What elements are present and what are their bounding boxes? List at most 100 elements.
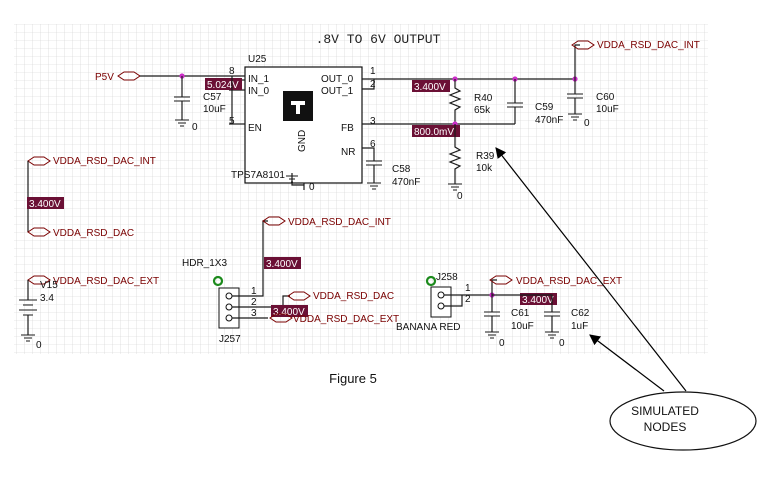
callout-line-2: NODES (644, 420, 687, 434)
net-hdr-int-port (262, 216, 286, 226)
pin-num-fb: 3 (370, 116, 376, 127)
pin-num-nr: 6 (370, 139, 376, 150)
header-ref: J257 (219, 334, 241, 345)
pin-num-in: 8 (229, 66, 235, 77)
header-j257: HDR_1X3 1 2 3 J257 (182, 220, 290, 345)
probe-left-value: 3.400V (29, 199, 61, 210)
r39-gnd: 0 (457, 191, 463, 202)
pin-in1-label: IN_1 (248, 74, 270, 85)
probe-input-value: 5.024V (207, 80, 239, 91)
probe-output-value: 3.400V (414, 82, 446, 93)
net-p5v-label: P5V (95, 72, 114, 83)
c62-gnd: 0 (559, 338, 565, 349)
pin-out0-label: OUT_0 (321, 74, 354, 85)
pin-in0-label: IN_0 (248, 86, 270, 97)
banana-j258: J258 1 2 BANANA RED (396, 272, 492, 333)
c61-gnd: 0 (499, 338, 505, 349)
c59-value: 470nF (535, 115, 563, 126)
simulated-nodes-callout: SIMULATED NODES (495, 147, 757, 451)
v15-gnd: 0 (36, 340, 42, 351)
schematic-title: .8V TO 6V OUTPUT (316, 32, 441, 47)
header-pin-1: 1 (251, 286, 257, 297)
c61-value: 10uF (511, 321, 534, 332)
source-v15: VDDA_RSD_DAC_EXT V15 3.4 0 (19, 275, 159, 351)
banana-pin1-marker (425, 275, 437, 287)
probe-fb (412, 125, 460, 137)
pin-num-out1: 2 (370, 79, 376, 90)
probe-fb-value: 800.0mV (414, 127, 454, 138)
net-left-int-label: VDDA_RSD_DAC_INT (53, 156, 156, 167)
c60-gnd: 0 (584, 118, 590, 129)
resistor-r39: R39 10k 0 (448, 124, 495, 202)
r39-ref: R39 (476, 151, 495, 162)
u25-part: TPS7A8101 (231, 170, 285, 181)
c62-value: 1uF (571, 321, 588, 332)
net-out-int-label: VDDA_RSD_DAC_INT (597, 40, 700, 51)
cap-c59: C59 470nF (507, 79, 563, 126)
v15-ref: V15 (40, 280, 58, 291)
cap-c60: C60 10uF 0 (567, 79, 619, 129)
c60-value: 10uF (596, 104, 619, 115)
c61-ref: C61 (511, 308, 530, 319)
banana-title: BANANA RED (396, 322, 460, 333)
callout-arrow-2 (589, 334, 665, 392)
pin-en-label: EN (248, 123, 262, 134)
probe-hdr-value: 3.400V (266, 259, 298, 270)
net-left-dac-port (27, 227, 51, 237)
figure-caption: Figure 5 (329, 371, 377, 386)
regulator-ground: 0 (286, 173, 315, 193)
net-ext-label: VDDA_RSD_DAC_EXT (516, 276, 622, 287)
pin-out1-label: OUT_1 (321, 86, 354, 97)
net-hdr-ext-port (269, 313, 293, 323)
c57-gnd: 0 (192, 122, 198, 133)
net-ext-port (489, 275, 513, 285)
probe-output (412, 80, 450, 92)
net-hdr-dac-port (287, 291, 311, 301)
r40-ref: R40 (474, 93, 493, 104)
c59-ref: C59 (535, 102, 554, 113)
net-out-int-port (571, 40, 595, 50)
probe-ext-value: 3.400V (522, 295, 554, 306)
net-left-dac-label: VDDA_RSD_DAC (53, 228, 134, 239)
probe-ext (520, 293, 557, 305)
banana-pin-2: 2 (465, 294, 471, 305)
banana-pin-1: 1 (465, 283, 471, 294)
c58-value: 470nF (392, 177, 420, 188)
header-pin-2: 2 (251, 297, 257, 308)
pin-gnd-label: GND (297, 130, 308, 152)
u25-ref: U25 (248, 54, 267, 65)
callout-arrow-1 (495, 147, 687, 392)
resistor-r40: R40 65k (448, 79, 493, 125)
probe-input (205, 78, 242, 90)
c60-ref: C60 (596, 92, 615, 103)
cap-c62: C62 1uF 0 (492, 294, 590, 349)
r39-value: 10k (476, 163, 493, 174)
header-pin-3: 3 (251, 308, 257, 319)
probe-hdr (264, 257, 301, 269)
net-hdr-ext-label: VDDA_RSD_DAC_EXT (293, 314, 399, 325)
callout-line-1: SIMULATED (631, 404, 699, 418)
c58-ref: C58 (392, 164, 411, 175)
probe-hdr-ext-value: 3.400V (273, 307, 305, 318)
net-hdr-dac-label: VDDA_RSD_DAC (313, 291, 394, 302)
header-title: HDR_1X3 (182, 258, 227, 269)
net-hdr-int-label: VDDA_RSD_DAC_INT (288, 217, 391, 228)
cap-c58: C58 470nF (362, 147, 420, 190)
callout-ellipse (609, 391, 757, 451)
v15-value: 3.4 (40, 293, 54, 304)
regulator-u25: U25 IN_1 IN_0 EN OUT_0 OUT_1 FB NR GND T… (231, 54, 363, 190)
pin-num-out0: 1 (370, 66, 376, 77)
c57-value: 10uF (203, 104, 226, 115)
banana-ref: J258 (436, 272, 458, 283)
probe-left (27, 197, 64, 209)
net-left-int-port (27, 156, 51, 166)
u25-gnd-label: 0 (309, 182, 315, 193)
c57-ref: C57 (203, 92, 222, 103)
cap-c57: C57 10uF 0 (174, 76, 226, 133)
r40-value: 65k (474, 105, 491, 116)
pin-nr-label: NR (341, 147, 355, 158)
net-v15-ext-port (27, 275, 51, 285)
c62-ref: C62 (571, 308, 590, 319)
